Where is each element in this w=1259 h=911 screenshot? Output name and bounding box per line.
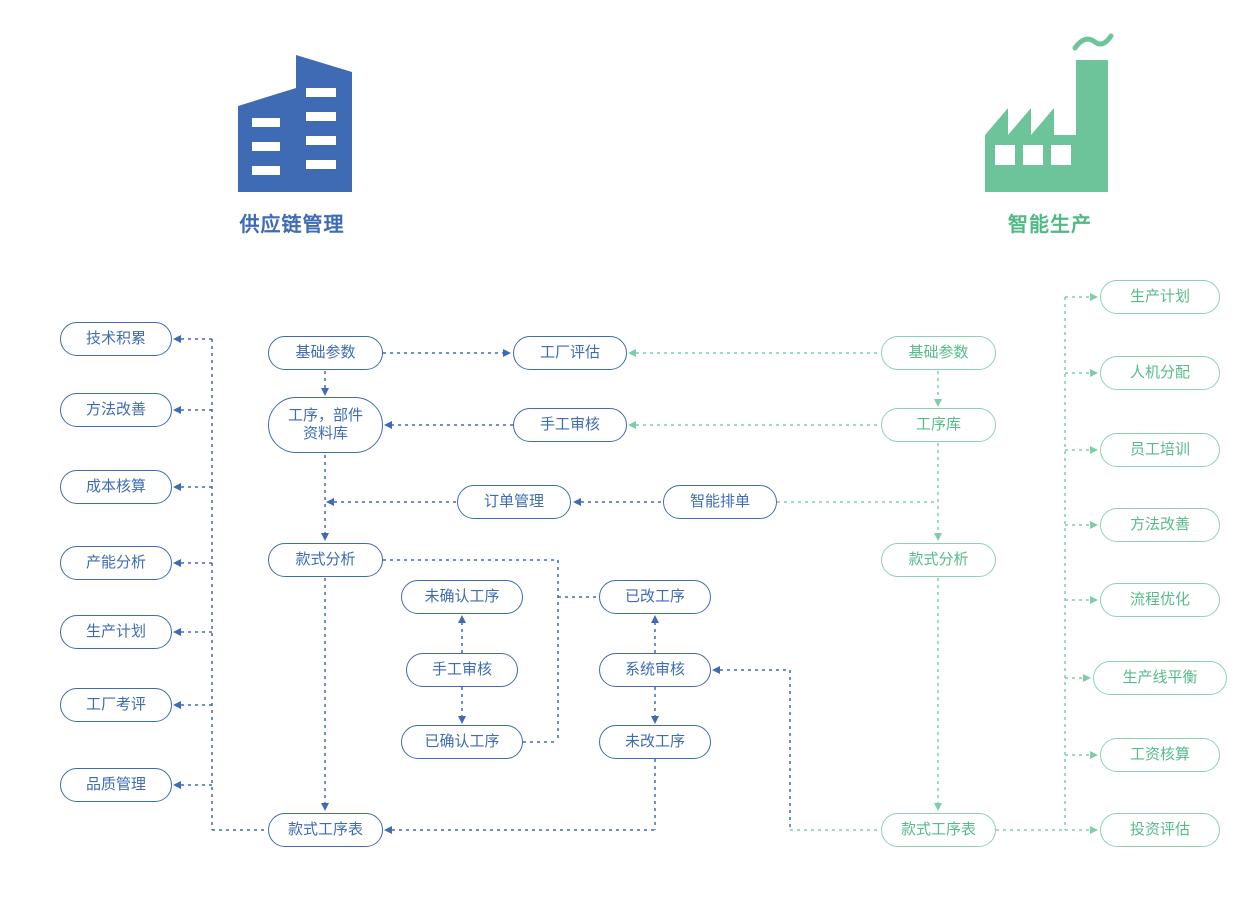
blue-flow-lines	[321, 349, 791, 834]
factory-icon	[985, 33, 1114, 192]
node-order-management: 订单管理	[457, 485, 571, 519]
parts-db-line1: 工序，部件	[287, 407, 363, 424]
node-quality-management: 品质管理	[60, 768, 172, 802]
building-icon	[238, 55, 352, 192]
right-fanout-lines	[996, 293, 1098, 834]
green-flow-lines	[628, 349, 942, 831]
node-production-plan-left: 生产计划	[60, 615, 172, 649]
node-investment-evaluation: 投资评估	[1100, 813, 1220, 847]
node-cost-accounting: 成本核算	[60, 470, 172, 504]
node-process-optimization: 流程优化	[1100, 583, 1220, 617]
node-smart-scheduling: 智能排单	[663, 485, 777, 519]
smart-production-title: 智能生产	[1008, 214, 1092, 236]
node-production-plan-right: 生产计划	[1100, 280, 1220, 314]
left-fanout-lines	[173, 335, 268, 831]
node-confirmed-process: 已确认工序	[401, 725, 523, 759]
node-payroll-accounting: 工资核算	[1100, 738, 1220, 772]
node-capacity-analysis: 产能分析	[60, 546, 172, 580]
node-factory-appraisal: 工厂考评	[60, 688, 172, 722]
node-style-process-sheet-blue: 款式工序表	[268, 813, 383, 847]
node-man-machine-allocation: 人机分配	[1100, 356, 1220, 390]
node-manual-review: 手工审核	[406, 653, 518, 687]
node-process-library: 工序库	[881, 408, 996, 442]
parts-db-line2: 资料库	[302, 425, 348, 442]
node-unconfirmed-process: 未确认工序	[401, 580, 523, 614]
node-tech-accumulation: 技术积累	[60, 322, 172, 356]
node-system-review: 系统审核	[599, 653, 711, 687]
node-line-balancing: 生产线平衡	[1093, 661, 1227, 695]
node-method-improvement-right: 方法改善	[1100, 508, 1220, 542]
node-manual-review-top: 手工审核	[513, 408, 627, 442]
supply-chain-title: 供应链管理	[239, 214, 345, 236]
node-staff-training: 员工培训	[1100, 433, 1220, 467]
node-method-improvement-left: 方法改善	[60, 393, 172, 427]
node-style-analysis-green: 款式分析	[881, 543, 996, 577]
node-basic-params-blue: 基础参数	[268, 336, 383, 370]
node-process-parts-database: 工序，部件 资料库	[268, 397, 383, 453]
node-style-analysis-blue: 款式分析	[268, 543, 383, 577]
node-basic-params-green: 基础参数	[881, 336, 996, 370]
node-factory-evaluation: 工厂评估	[513, 336, 627, 370]
node-unchanged-process: 未改工序	[599, 725, 711, 759]
node-changed-process: 已改工序	[599, 580, 711, 614]
node-style-process-sheet-green: 款式工序表	[881, 813, 996, 847]
